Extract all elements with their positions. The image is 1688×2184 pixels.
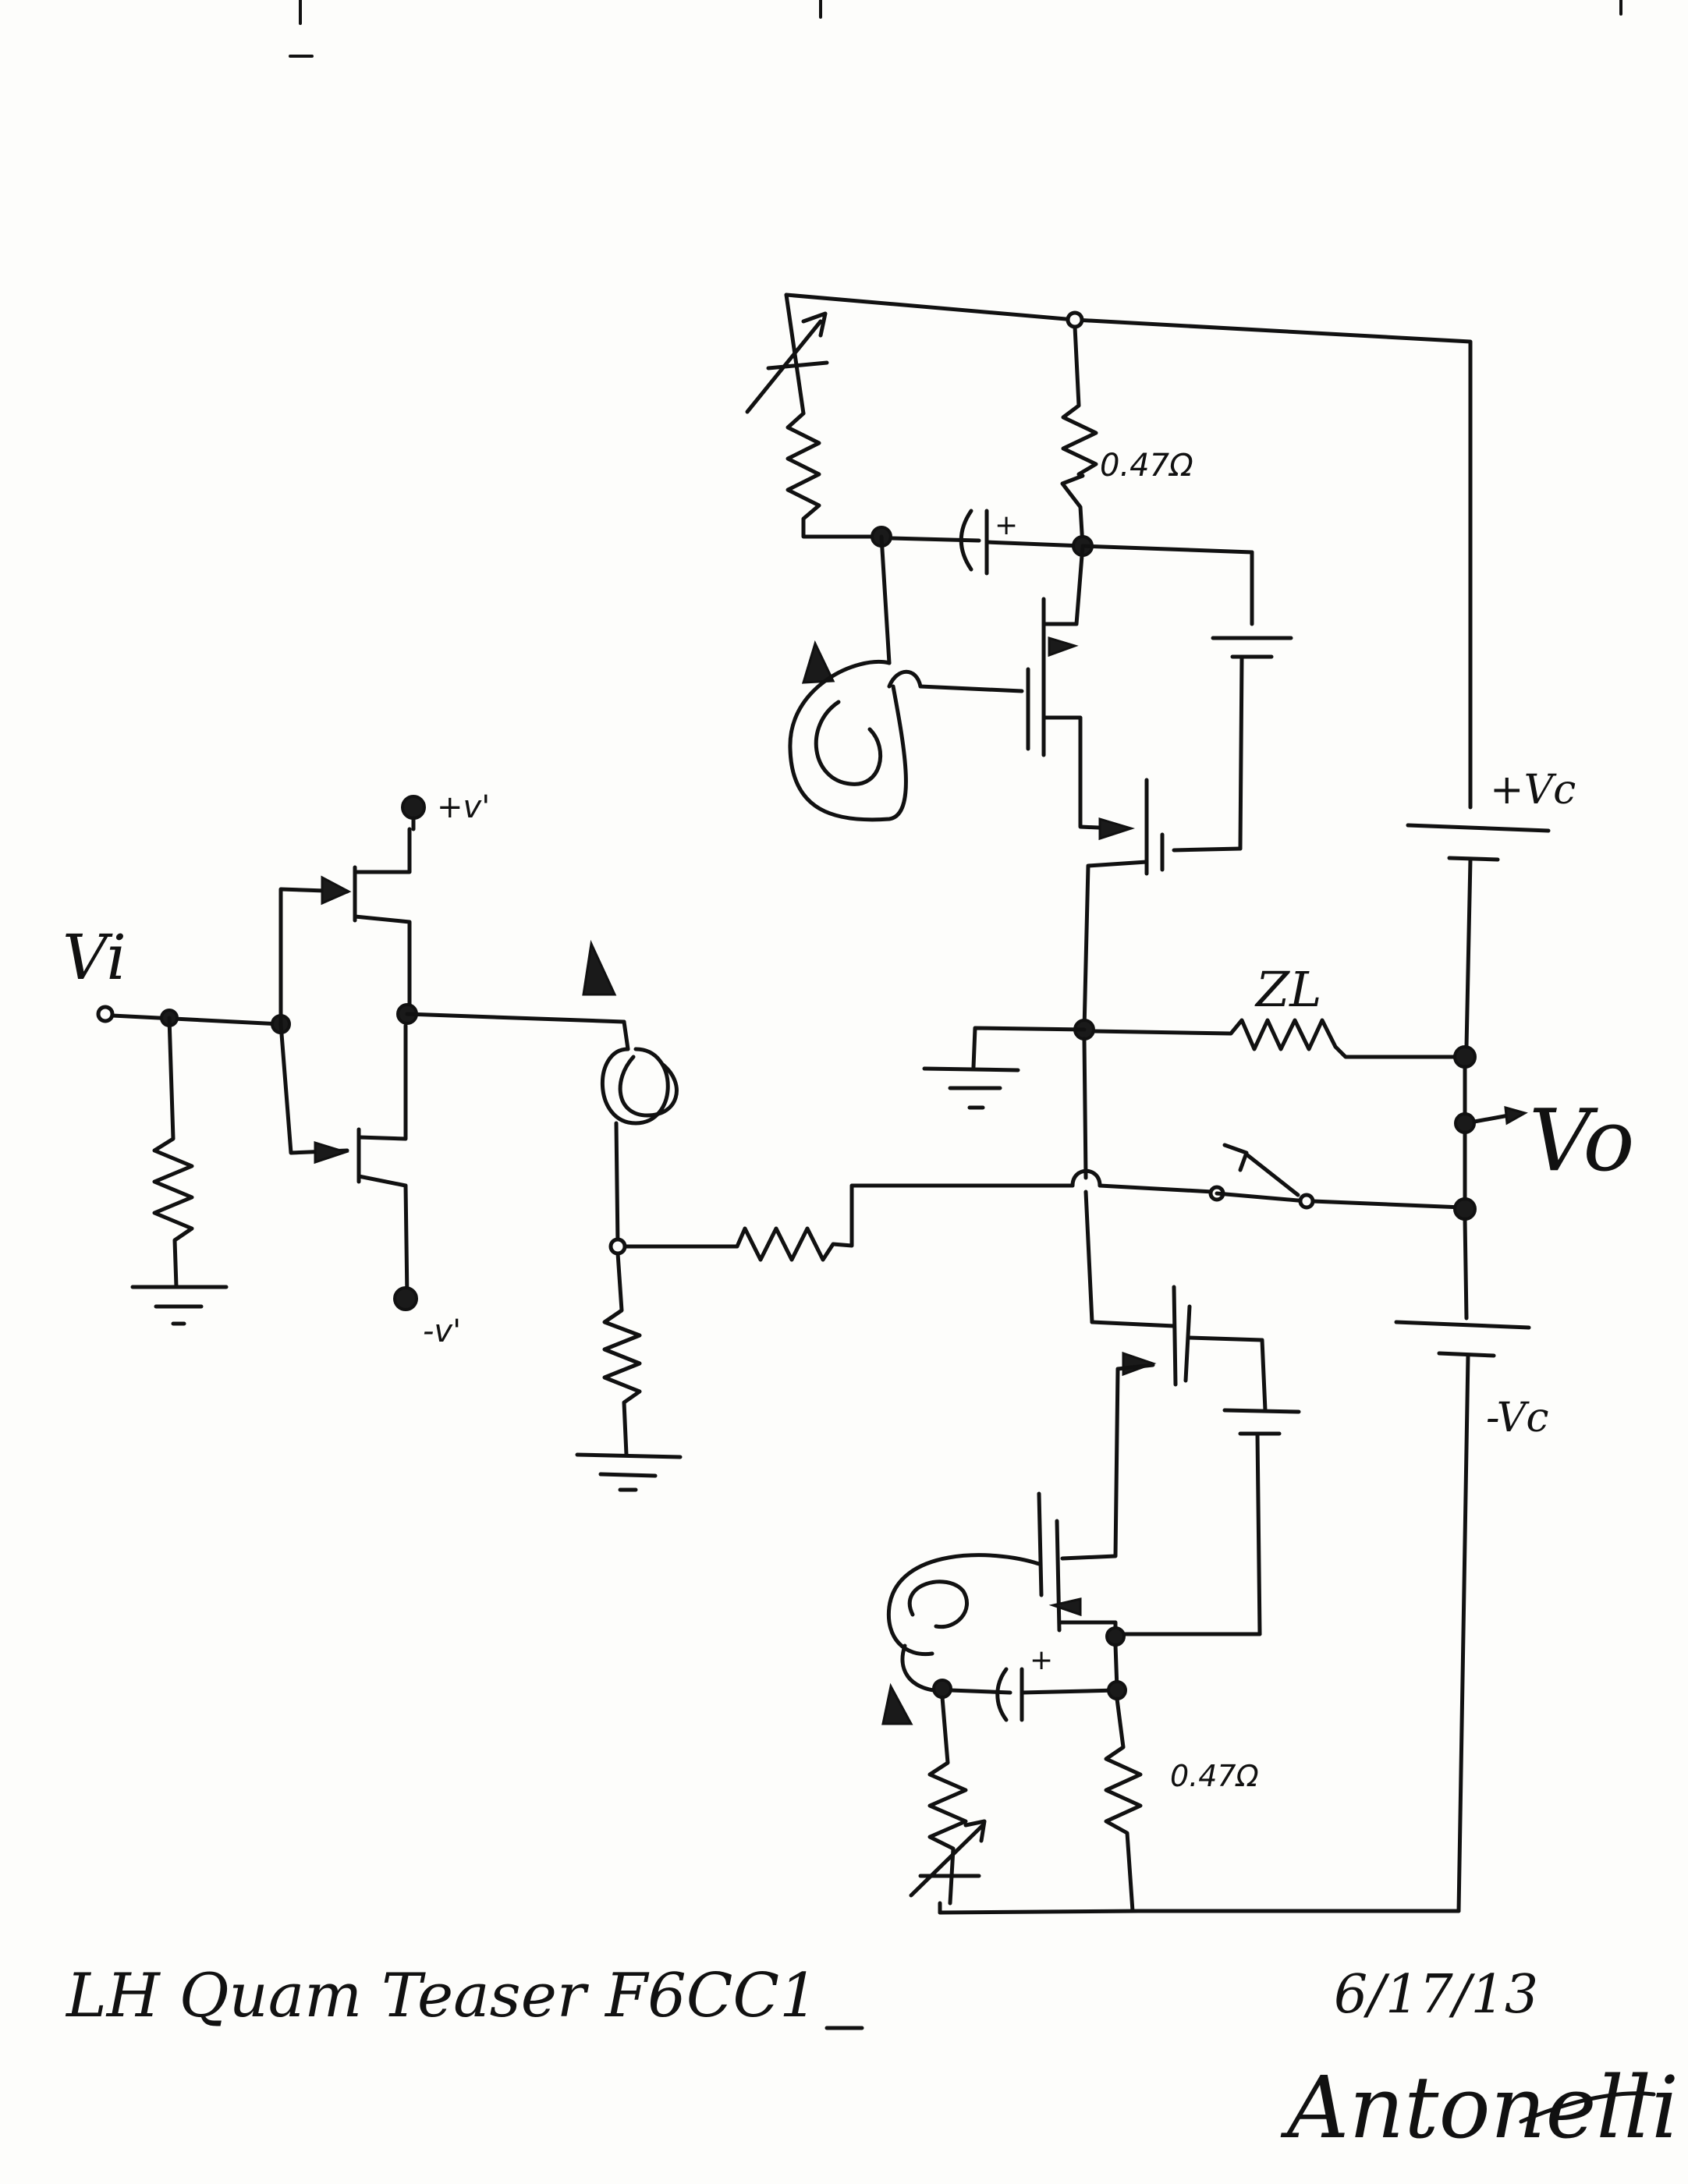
- load-label: ZL: [1254, 961, 1321, 1018]
- output-junction: [971, 1019, 1102, 1324]
- top-sense-resistor: [1060, 324, 1098, 548]
- output-switch: [1098, 1143, 1465, 1210]
- top-bias-battery: [1172, 636, 1293, 853]
- input-node: [96, 1005, 283, 1027]
- pos-supply-label: +Vc: [1490, 767, 1576, 814]
- input-resistor: [152, 1016, 194, 1289]
- top-upper-mosfet: [1026, 544, 1118, 831]
- neg-supply-label: -Vc: [1486, 1395, 1548, 1441]
- top-variable-resistor: [745, 292, 884, 539]
- bottom-supply-rail: [938, 1909, 1461, 1915]
- bottom-lower-mosfet: [1037, 1491, 1126, 1691]
- bottom-upper-mosfet: [1060, 1285, 1268, 1561]
- signature-flourish: [1519, 2091, 1656, 2124]
- bottom-cap-polarity-label: +: [1030, 1644, 1053, 1676]
- top-drive-winding: [788, 534, 1024, 822]
- output-label: Vo: [1529, 1090, 1635, 1190]
- input-ground-symbol: [130, 1285, 229, 1326]
- input-label: Vi: [62, 921, 126, 994]
- bottom-bias-capacitor: [932, 1667, 1127, 1722]
- bottom-resistor-value-label: 0.47Ω: [1170, 1759, 1259, 1793]
- top-supply-rail: [784, 292, 1473, 810]
- drive-transformer-primary: [582, 939, 1075, 1457]
- top-lower-mosfet: [1082, 778, 1165, 1032]
- pos-driver-supply-label: +v': [437, 789, 490, 825]
- positive-supply-battery: [1406, 823, 1551, 1049]
- author-signature: Antonelli: [1280, 2058, 1679, 2157]
- drawing-date: 6/17/13: [1334, 1964, 1538, 2026]
- top-cap-polarity-label: +: [995, 509, 1018, 541]
- bottom-sense-resistor: [1104, 1696, 1143, 1913]
- bottom-variable-resistor: [909, 1695, 987, 1915]
- top-resistor-value-label: 0.47Ω: [1100, 448, 1193, 484]
- output-terminals: [1453, 1045, 1528, 1221]
- top-bias-capacitor: [871, 509, 1254, 626]
- negative-supply-battery: [1394, 1217, 1531, 1913]
- load-resistor: [1091, 1018, 1465, 1059]
- driver-complementary-pair: [271, 795, 626, 1311]
- drawing-title: LH Quam Teaser F6CC1: [65, 1961, 818, 2031]
- drive-ground-symbol: [575, 1452, 683, 1492]
- load-ground-symbol: [922, 1066, 1020, 1110]
- bottom-drive-winding: [881, 1553, 1041, 1725]
- neg-driver-supply-label: -v': [423, 1314, 461, 1349]
- scan-edge-marks: [289, 0, 1622, 58]
- bottom-bias-battery: [1113, 1408, 1301, 1636]
